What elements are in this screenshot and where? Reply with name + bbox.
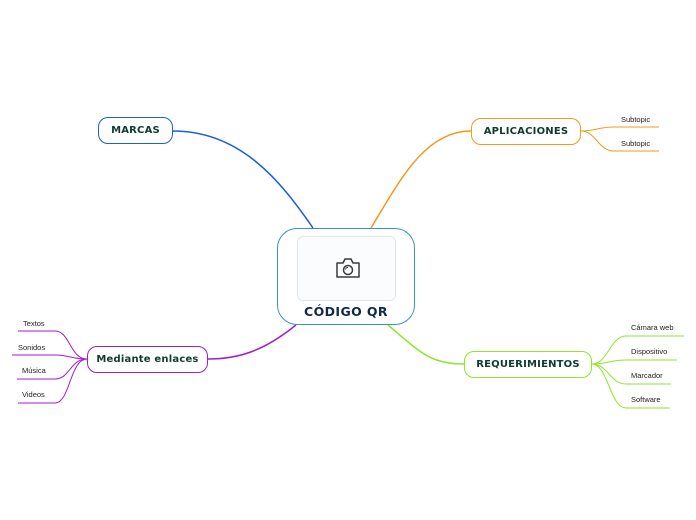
connector-enl-4 — [18, 358, 88, 404]
subtopic-enlaces-3[interactable]: Música — [22, 366, 46, 375]
topic-aplicaciones-label: APLICACIONES — [483, 126, 569, 137]
connector-enlaces — [207, 324, 297, 360]
connector-marcas — [172, 130, 314, 229]
connector-aplicaciones-sub1 — [580, 126, 659, 132]
connector-req-2 — [591, 359, 677, 365]
connector-aplicaciones-sub2 — [580, 130, 659, 152]
connector-enl-1 — [18, 330, 88, 360]
topic-mediante-enlaces[interactable]: Mediante enlaces — [87, 346, 208, 373]
central-title: CÓDIGO QR — [304, 304, 388, 319]
topic-mediante-enlaces-label: Mediante enlaces — [96, 354, 199, 365]
central-topic[interactable]: CÓDIGO QR — [277, 228, 415, 325]
topic-requerimientos-label: REQUERIMIENTOS — [476, 359, 580, 370]
subtopic-aplicaciones-1[interactable]: Subtopic — [621, 115, 651, 124]
connector-req-3 — [591, 363, 671, 385]
topic-aplicaciones[interactable]: APLICACIONES — [471, 118, 581, 145]
subtopic-enlaces-1[interactable]: Textos — [23, 319, 45, 328]
connector-req-4 — [591, 363, 670, 409]
connector-enl-3 — [17, 358, 88, 380]
subtopic-enlaces-4[interactable]: Videos — [22, 390, 45, 399]
connector-aplicaciones — [370, 130, 472, 229]
subtopic-enlaces-2[interactable]: Sonidos — [18, 343, 46, 352]
subtopic-requerimientos-1[interactable]: Cámara web — [631, 323, 674, 332]
topic-marcas-label: MARCAS — [111, 125, 160, 136]
central-image-placeholder — [297, 236, 396, 301]
camera-icon — [336, 258, 360, 278]
subtopic-requerimientos-3[interactable]: Marcador — [631, 371, 663, 380]
connector-enl-2 — [12, 354, 88, 360]
connector-req-1 — [591, 335, 684, 365]
subtopic-aplicaciones-2[interactable]: Subtopic — [621, 139, 651, 148]
topic-marcas[interactable]: MARCAS — [98, 117, 173, 144]
subtopic-requerimientos-2[interactable]: Dispositivo — [631, 347, 668, 356]
subtopic-requerimientos-4[interactable]: Software — [631, 395, 661, 404]
connector-requerimientos — [387, 324, 465, 365]
topic-requerimientos[interactable]: REQUERIMIENTOS — [464, 351, 592, 378]
